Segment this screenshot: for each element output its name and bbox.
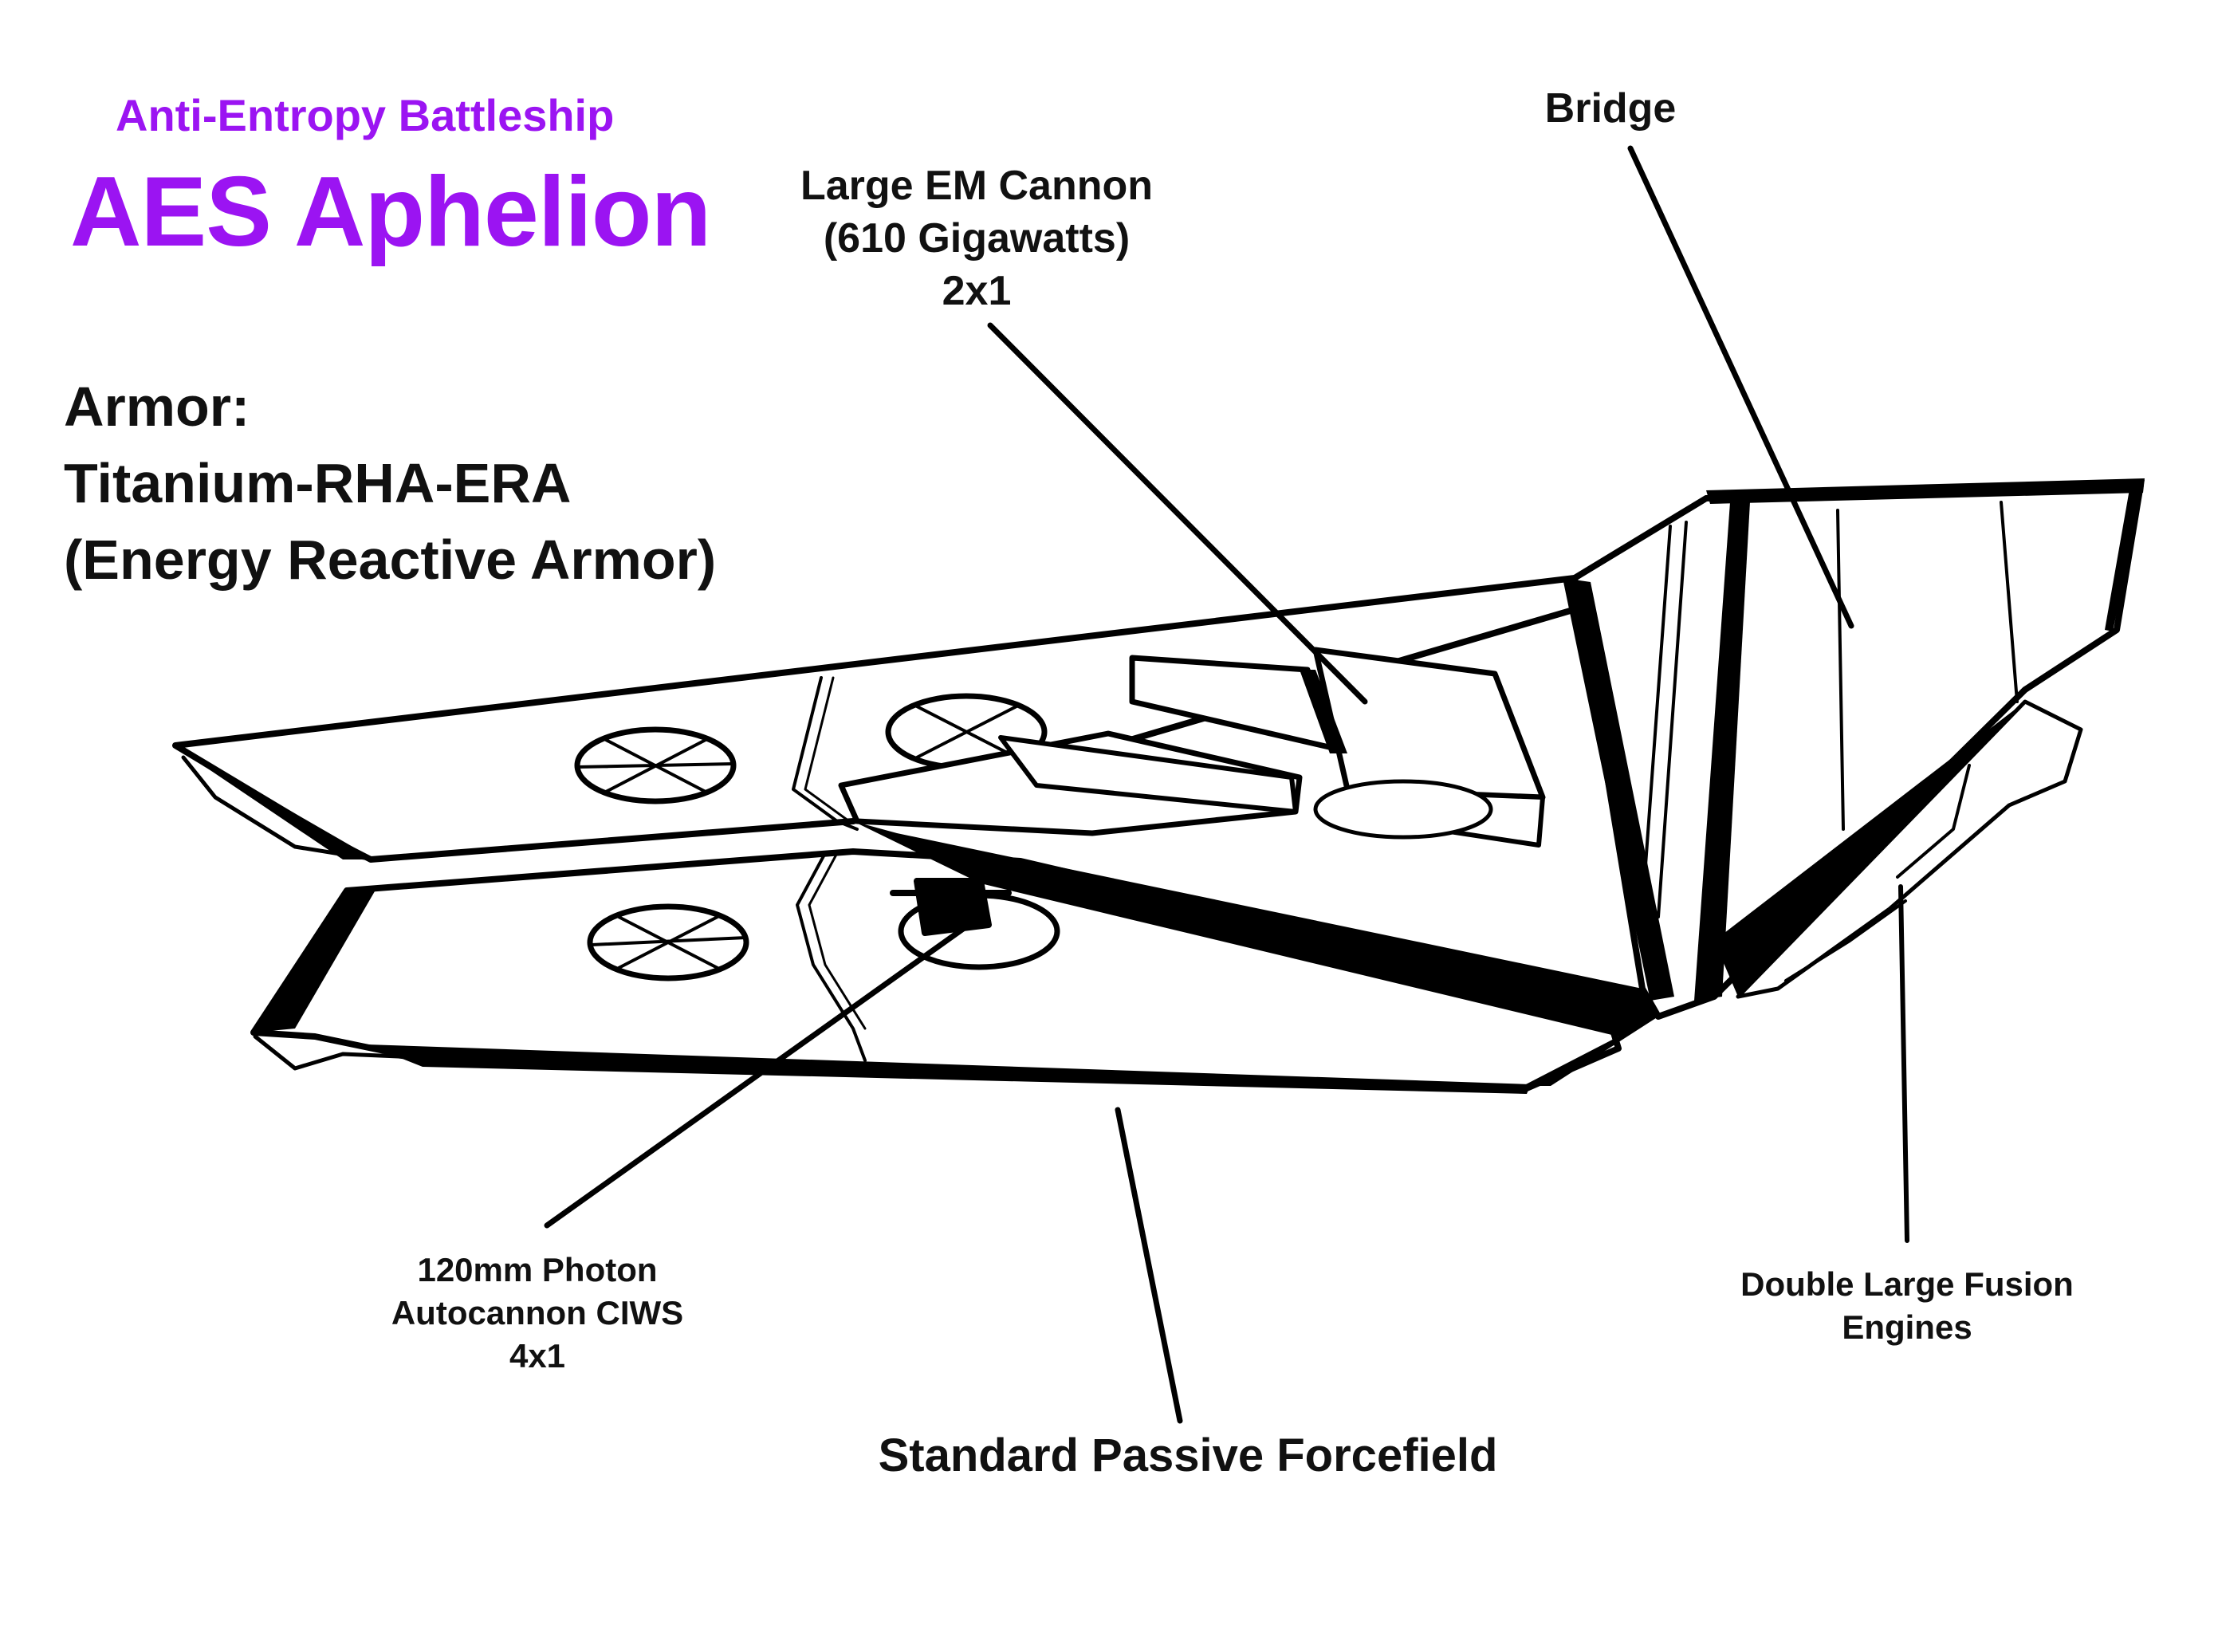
lower-wing-joint — [796, 852, 867, 1062]
lower-wing-joint-2 — [808, 852, 867, 1030]
leader-bridge — [1627, 145, 1854, 629]
lower-wing-bottom-band — [367, 1044, 1531, 1094]
label-line: Double Large Fusion — [1740, 1265, 2074, 1303]
label-line: (610 Gigawatts) — [823, 215, 1131, 262]
label-line: 2x1 — [942, 268, 1012, 314]
label-ciws: 120mm Photon Autocannon CIWS 4x1 — [391, 1249, 683, 1378]
armor-spec-line: Armor: — [64, 376, 250, 438]
label-forcefield: Standard Passive Forcefield — [878, 1430, 1498, 1481]
armor-spec-line: Titanium-RHA-ERA — [64, 452, 572, 514]
engine-detail — [1784, 764, 1971, 982]
armor-spec: Armor: Titanium-RHA-ERA (Energy Reactive… — [64, 368, 716, 598]
bridge-right-edge — [2105, 480, 2145, 631]
bridge-left-pillar — [1563, 578, 1674, 1001]
engine-hull — [1736, 699, 2083, 999]
lower-wing-edge-stripe — [254, 891, 375, 1032]
bridge-mid-pillar — [1694, 502, 1750, 1001]
armor-spec-line: (Energy Reactive Armor) — [64, 529, 717, 591]
leader-forcefield — [1115, 1107, 1183, 1424]
upper-wing-edge-stripe — [177, 748, 375, 859]
cannon-shadow — [1300, 670, 1347, 753]
upper-wing-joint-2 — [804, 676, 851, 823]
cannon-block-right — [1312, 647, 1546, 800]
label-line: Engines — [1842, 1308, 1972, 1346]
label-line: Large EM Cannon — [800, 163, 1154, 209]
spine-band — [853, 821, 1658, 1086]
label-line: 120mm Photon — [417, 1251, 658, 1288]
leader-ciws — [544, 922, 972, 1229]
bridge-top-band — [1706, 478, 2145, 504]
upper-wing-joint — [792, 676, 859, 831]
leader-engines — [1898, 884, 1909, 1243]
bridge-panel-lines — [1641, 501, 2019, 918]
diagram-title: AES Aphelion — [70, 157, 711, 267]
label-line: 4x1 — [509, 1337, 566, 1375]
label-bridge: Bridge — [1544, 85, 1677, 132]
cannon-turret-ring — [1313, 779, 1493, 840]
diagram-subtitle: Anti-Entropy Battleship — [116, 90, 615, 140]
label-line: Autocannon CIWS — [391, 1294, 684, 1331]
ciws-turret — [890, 878, 1012, 936]
label-engines: Double Large Fusion Engines — [1740, 1263, 2074, 1349]
upper-wing-underside — [181, 755, 377, 862]
cannon-block-left-side — [998, 735, 1298, 814]
label-em-cannon: Large EM Cannon (610 Gigawatts) 2x1 — [800, 159, 1153, 317]
leader-cannon — [987, 322, 1368, 705]
